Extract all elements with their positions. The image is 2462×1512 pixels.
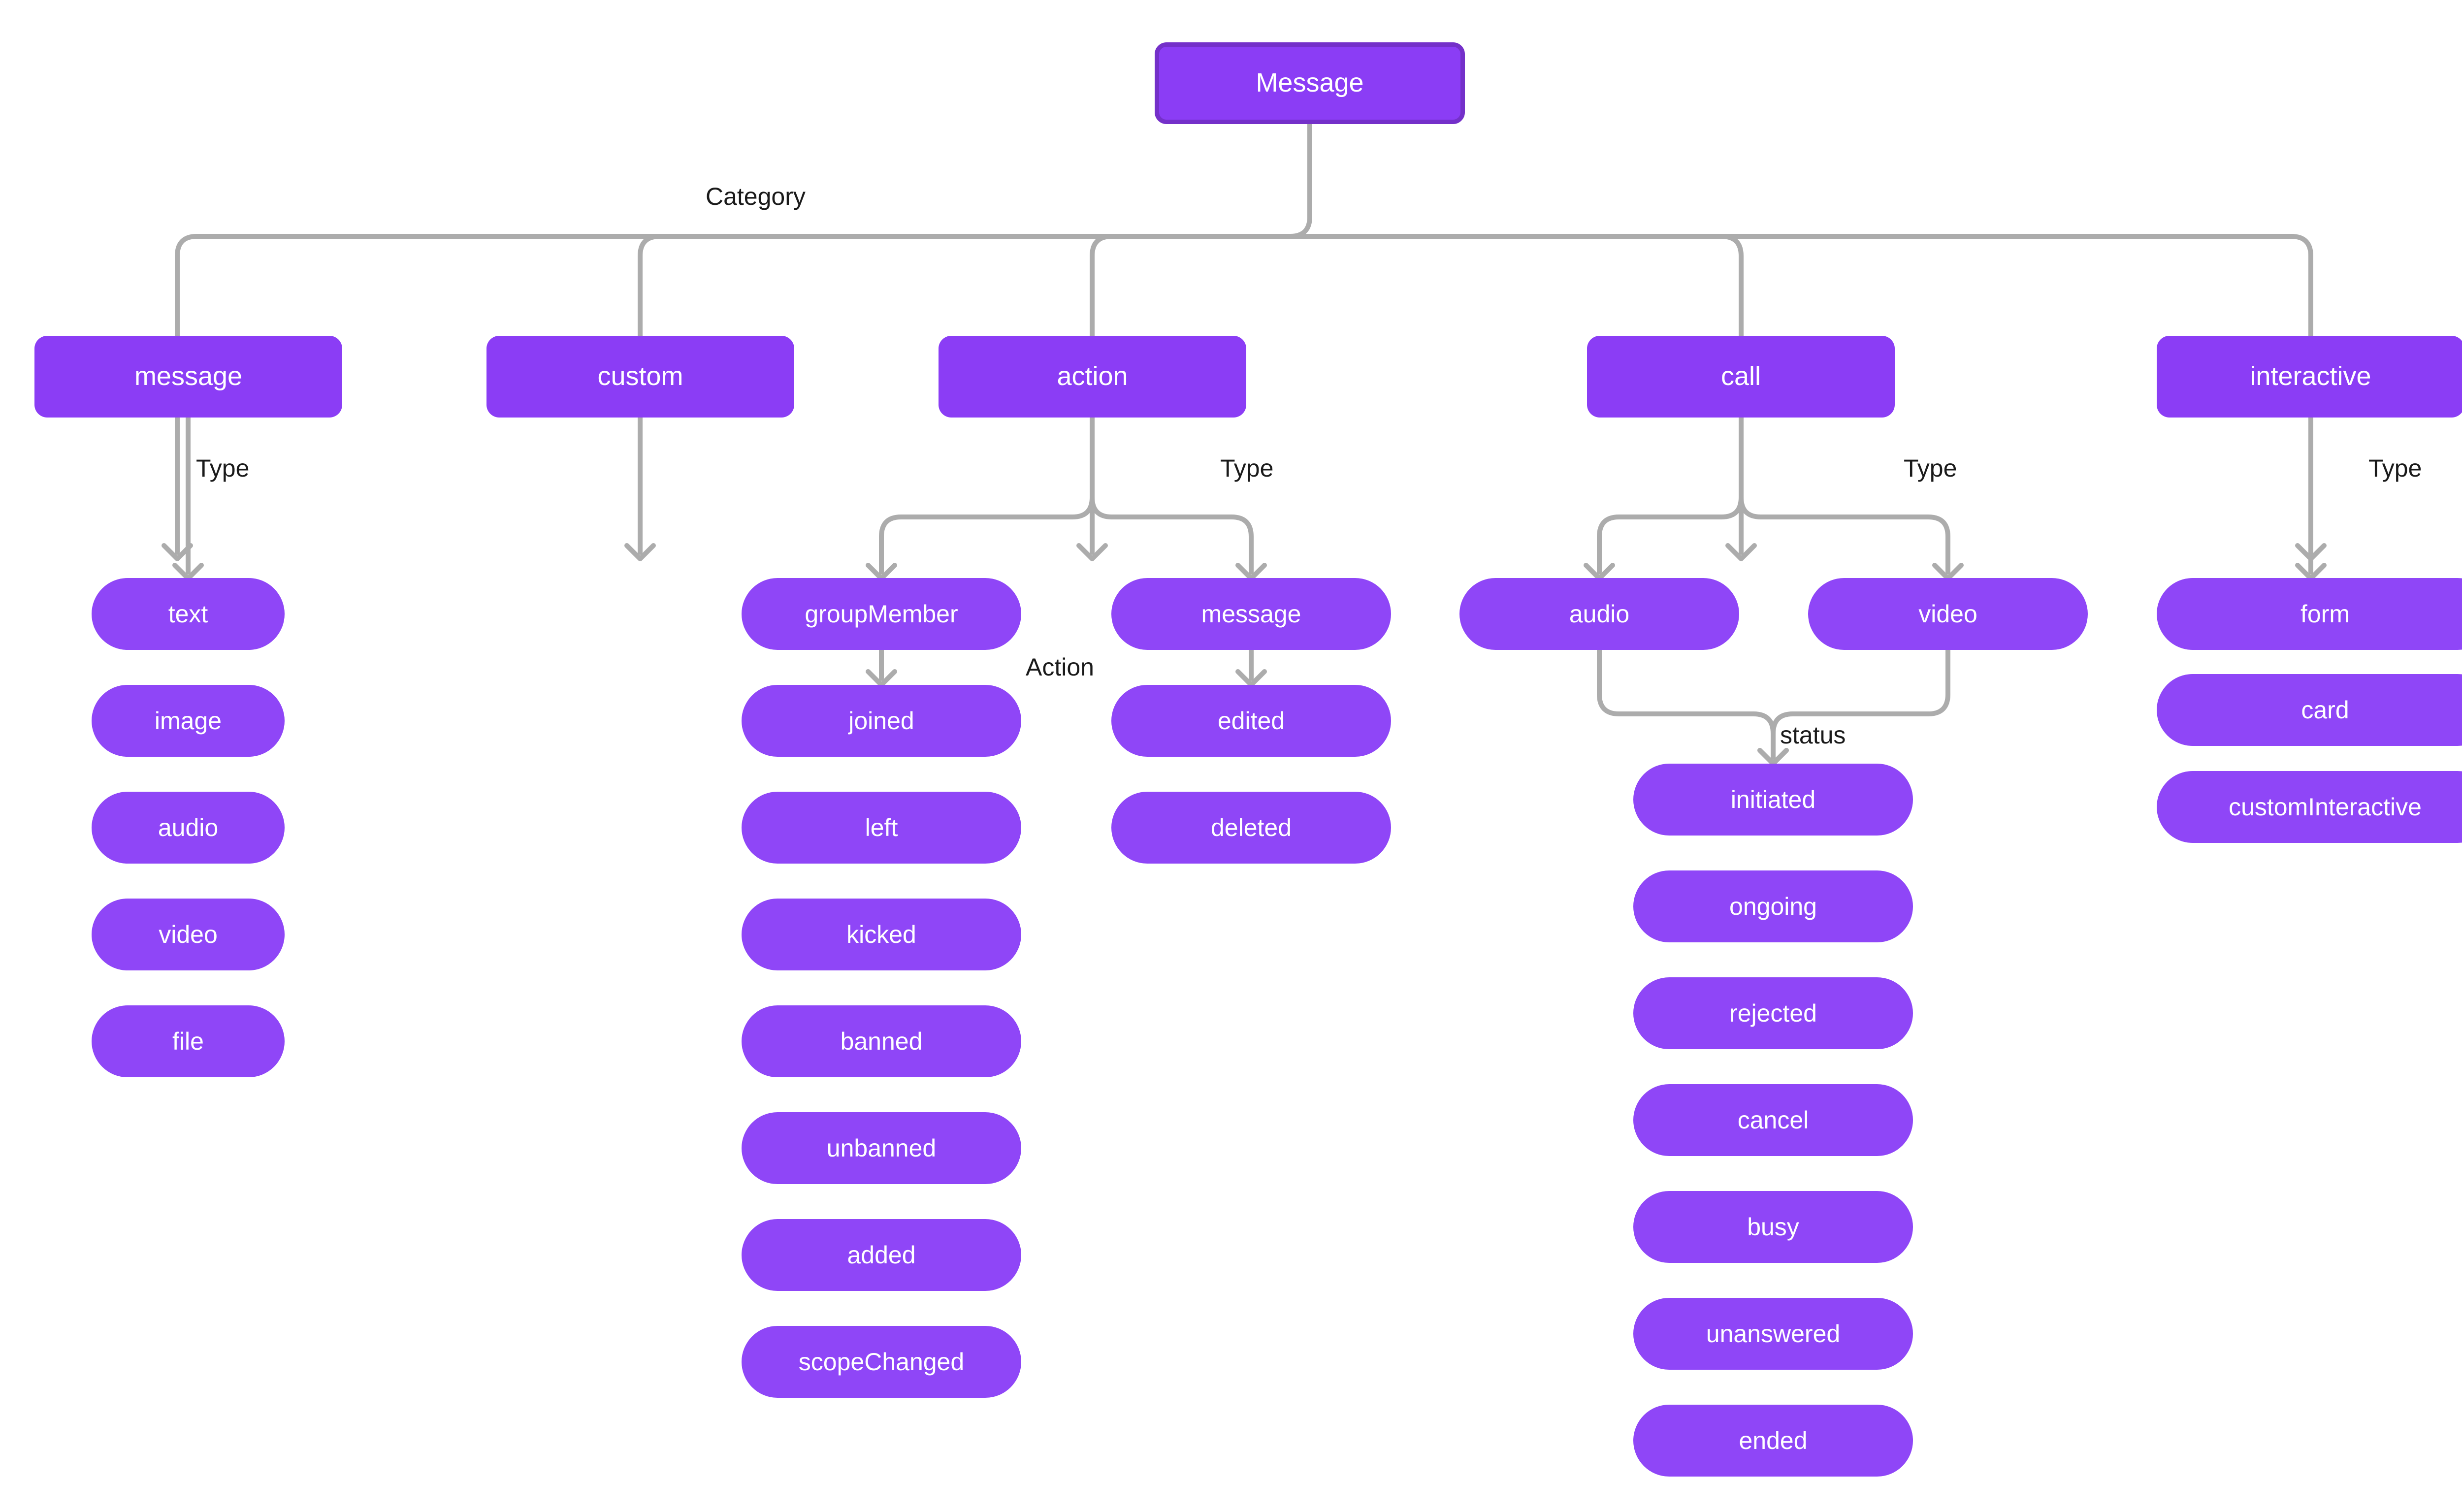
- node-label: cancel: [1737, 1106, 1809, 1134]
- connector-line: [1597, 415, 1744, 575]
- connector-line: [1739, 415, 1950, 575]
- node-st-initiated[interactable]: initiated: [1633, 764, 1913, 836]
- connector-line: [1090, 234, 1312, 555]
- arrow-head-icon: [1725, 543, 1757, 561]
- node-st-rejected[interactable]: rejected: [1633, 977, 1913, 1049]
- node-label: form: [2300, 600, 2350, 628]
- node-int-custominteractive[interactable]: customInteractive: [2157, 771, 2462, 843]
- edge-label-lbl-type-interactive: Type: [2368, 454, 2422, 482]
- connector-line: [1597, 647, 1776, 760]
- connector-line: [638, 234, 1312, 555]
- node-act-scopechanged[interactable]: scopeChanged: [742, 1326, 1021, 1398]
- node-label: video: [1918, 600, 1977, 628]
- node-cat-call[interactable]: call: [1587, 336, 1895, 418]
- edge-label-lbl-action: Action: [1026, 653, 1094, 681]
- node-actmsg-message[interactable]: message: [1111, 578, 1391, 650]
- node-label: message: [134, 361, 243, 391]
- node-cat-custom[interactable]: custom: [486, 336, 794, 418]
- edge-label-lbl-type-message: Type: [196, 454, 250, 482]
- node-root[interactable]: Message: [1155, 42, 1465, 124]
- node-int-card[interactable]: card: [2157, 674, 2462, 746]
- node-label: call: [1720, 361, 1761, 391]
- arrow-head-icon: [1076, 543, 1108, 561]
- node-st-ended[interactable]: ended: [1633, 1405, 1913, 1477]
- node-label: unanswered: [1706, 1319, 1841, 1348]
- node-label: left: [865, 813, 898, 841]
- node-label: ongoing: [1729, 892, 1817, 920]
- node-st-busy[interactable]: busy: [1633, 1191, 1913, 1263]
- node-label: rejected: [1729, 999, 1817, 1027]
- node-act-unbanned[interactable]: unbanned: [742, 1112, 1021, 1184]
- node-label: initiated: [1730, 785, 1816, 813]
- node-label: message: [1201, 600, 1301, 628]
- node-label: audio: [158, 813, 219, 841]
- node-label: file: [172, 1027, 204, 1055]
- node-msg-image[interactable]: image: [92, 685, 285, 757]
- node-label: added: [847, 1241, 916, 1269]
- edge-label-lbl-type-call: Type: [1904, 454, 1957, 482]
- node-cat-action[interactable]: action: [939, 336, 1246, 418]
- connector-line: [1090, 415, 1254, 575]
- node-label: unbanned: [826, 1134, 937, 1162]
- node-label: ended: [1739, 1426, 1808, 1454]
- node-int-form[interactable]: form: [2157, 578, 2462, 650]
- node-label: interactive: [2250, 361, 2371, 391]
- node-act-kicked[interactable]: kicked: [742, 899, 1021, 970]
- node-msg-file[interactable]: file: [92, 1005, 285, 1077]
- node-act-left[interactable]: left: [742, 792, 1021, 864]
- edge-label-lbl-status: status: [1780, 721, 1846, 749]
- node-msg-audio[interactable]: audio: [92, 792, 285, 864]
- node-label: customInteractive: [2229, 793, 2422, 821]
- node-msg-video[interactable]: video: [92, 899, 285, 970]
- node-label: Message: [1256, 68, 1364, 98]
- node-label: text: [168, 600, 208, 628]
- node-label: joined: [848, 707, 914, 735]
- node-label: audio: [1569, 600, 1630, 628]
- node-label: busy: [1747, 1213, 1799, 1241]
- node-cat-interactive[interactable]: interactive: [2157, 336, 2462, 418]
- node-call-video[interactable]: video: [1808, 578, 2088, 650]
- arrow-head-icon: [624, 543, 656, 561]
- node-act-banned[interactable]: banned: [742, 1005, 1021, 1077]
- node-st-ongoing[interactable]: ongoing: [1633, 870, 1913, 942]
- connector-line: [1307, 234, 2313, 555]
- node-label: video: [159, 920, 218, 948]
- node-st-unanswered[interactable]: unanswered: [1633, 1298, 1913, 1370]
- node-act-added[interactable]: added: [742, 1219, 1021, 1291]
- node-actmsg-edited[interactable]: edited: [1111, 685, 1391, 757]
- node-label: groupMember: [805, 600, 958, 628]
- node-label: image: [154, 707, 222, 735]
- node-act-joined[interactable]: joined: [742, 685, 1021, 757]
- node-act-groupmember[interactable]: groupMember: [742, 578, 1021, 650]
- node-label: banned: [840, 1027, 923, 1055]
- node-label: action: [1057, 361, 1128, 391]
- node-cat-message[interactable]: message: [34, 336, 342, 418]
- node-call-audio[interactable]: audio: [1459, 578, 1739, 650]
- node-msg-text[interactable]: text: [92, 578, 285, 650]
- edge-label-lbl-category: Category: [706, 183, 806, 210]
- connector-line: [879, 415, 1095, 575]
- node-label: edited: [1217, 707, 1285, 735]
- node-st-cancel[interactable]: cancel: [1633, 1084, 1913, 1156]
- node-label: scopeChanged: [798, 1348, 965, 1376]
- node-label: kicked: [846, 920, 916, 948]
- node-label: custom: [597, 361, 683, 391]
- node-label: deleted: [1210, 813, 1292, 841]
- connector-line: [1771, 647, 1950, 760]
- node-label: card: [2301, 696, 2349, 724]
- edge-label-lbl-type-action: Type: [1220, 454, 1274, 482]
- node-actmsg-deleted[interactable]: deleted: [1111, 792, 1391, 864]
